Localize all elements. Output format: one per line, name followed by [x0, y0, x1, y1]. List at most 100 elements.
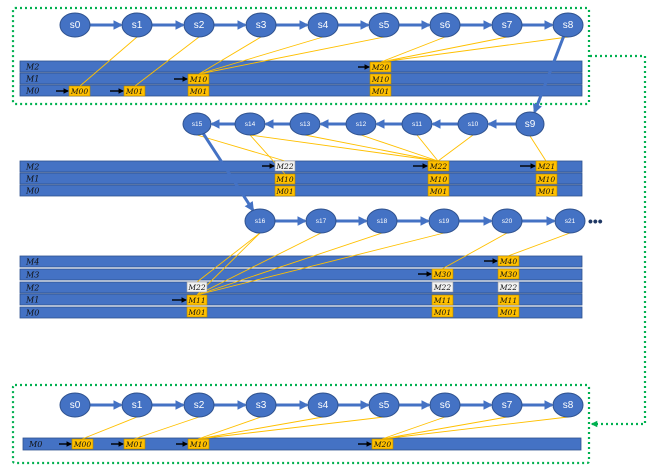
- state-s3-label: s3: [256, 20, 267, 31]
- memory-row-bar: [19, 84, 583, 97]
- bottom-group-frame: [11, 383, 591, 465]
- memory-row-bar: [19, 160, 583, 173]
- state-chain-arrows: [90, 20, 566, 410]
- memory-row-label: M1: [25, 296, 39, 305]
- memory-row-bar: [19, 172, 583, 185]
- memory-entry-box: [369, 61, 392, 73]
- memory-entry-label: M11: [187, 296, 205, 305]
- memory-row-bar: [19, 72, 583, 85]
- memory-entry-label: M40: [499, 257, 517, 266]
- state-memory-link: [381, 416, 446, 440]
- memory-row-bar: [19, 60, 583, 73]
- memory-entry-label: M01: [433, 308, 451, 317]
- state-memory-link: [529, 135, 547, 162]
- memory-entry-box: [187, 85, 210, 97]
- state-s17-label: s17: [316, 218, 327, 225]
- memory-row-label: M2: [25, 284, 39, 293]
- state-memory-link: [360, 134, 439, 162]
- memory-entry-label: M22: [275, 162, 293, 171]
- memory-entry-label: M01: [125, 440, 143, 449]
- state-memory-link: [441, 232, 508, 270]
- memory-row-bar: [19, 281, 583, 294]
- memory-entry-label: M21: [537, 162, 555, 171]
- bottom-state-s7: [491, 392, 523, 418]
- state-s20-label: s20: [502, 218, 513, 225]
- state-s7: [491, 12, 523, 38]
- memory-entry-label: M01: [125, 87, 143, 96]
- bottom-state-s2: [183, 392, 215, 418]
- bottom-state-s0-label: s0: [70, 400, 81, 411]
- bottom-state-s5-label: s5: [379, 400, 390, 411]
- state-to-memory-links: [79, 36, 571, 440]
- memory-row-label: M0: [28, 440, 42, 449]
- state-memory-link: [416, 134, 439, 162]
- memory-entry-label: M01: [537, 187, 555, 196]
- state-s6: [429, 12, 461, 38]
- pointer-arrows: [56, 64, 537, 447]
- memory-entry-box: [187, 438, 210, 450]
- memory-entry-label: M11: [433, 296, 451, 305]
- state-memory-link: [196, 232, 383, 296]
- state-memory-link: [196, 232, 322, 296]
- state-s12-label: s12: [356, 121, 367, 128]
- state-s7-label: s7: [502, 20, 513, 31]
- memory-entry-label: M20: [373, 440, 391, 449]
- memory-entry-label: M10: [371, 75, 389, 84]
- state-memory-link: [134, 36, 200, 87]
- memory-entry-label: M22: [187, 283, 205, 292]
- memory-row-bar: [19, 293, 583, 306]
- memory-entry-box: [371, 438, 394, 450]
- state-memory-link: [197, 416, 262, 440]
- memory-entry-box: [187, 73, 210, 85]
- bottom-state-s3-label: s3: [256, 400, 267, 411]
- state-memory-link: [507, 232, 571, 257]
- memory-entry-box: [431, 294, 454, 306]
- memory-row-bar: [19, 184, 583, 197]
- state-s15-label: s15: [192, 121, 203, 128]
- bottom-state-s1: [121, 392, 153, 418]
- state-s21-label: s21: [565, 218, 576, 225]
- memory-entry-label: M01: [187, 308, 205, 317]
- state-s16-label: s16: [255, 218, 266, 225]
- group-link-connector: [590, 54, 647, 428]
- memory-entry-box: [369, 85, 392, 97]
- state-memory-link: [381, 416, 569, 440]
- memory-row-bar: [19, 255, 583, 268]
- memory-entry-label: M00: [70, 87, 88, 96]
- bottom-state-s4: [307, 392, 339, 418]
- memory-entry-label: M01: [189, 87, 207, 96]
- bottom-state-s1-label: s1: [132, 400, 143, 411]
- memory-entry-box: [431, 281, 454, 293]
- memory-row-label: M1: [25, 175, 39, 184]
- state-s13: [289, 112, 321, 136]
- state-memory-link: [198, 36, 385, 75]
- state-memory-link: [196, 232, 261, 296]
- memory-entry-box: [274, 173, 296, 185]
- memory-row-bar: [22, 437, 582, 451]
- memory-entry-label: M01: [499, 308, 517, 317]
- bottom-state-s4-label: s4: [318, 400, 329, 411]
- state-memory-link: [79, 36, 138, 87]
- memory-entry-box: [71, 438, 94, 450]
- memory-entry-box: [497, 281, 520, 293]
- state-s13-label: s13: [300, 121, 311, 128]
- memory-entry-label: M01: [275, 187, 293, 196]
- memory-entry-label: M11: [499, 296, 517, 305]
- state-s17: [305, 208, 337, 234]
- memory-entry-label: M30: [499, 270, 517, 279]
- state-s21: [554, 208, 586, 234]
- memory-entry-box: [535, 173, 558, 185]
- state-memory-link: [249, 134, 439, 162]
- state-s4: [307, 12, 339, 38]
- state-s4-label: s4: [318, 20, 329, 31]
- memory-entry-label: M01: [371, 87, 389, 96]
- memory-row-label: M3: [25, 271, 39, 280]
- bottom-state-s5: [368, 392, 400, 418]
- state-memory-link: [198, 36, 324, 75]
- state-s11-label: s11: [412, 121, 422, 128]
- state-s2-label: s2: [194, 20, 205, 31]
- state-s16: [244, 208, 276, 234]
- state-s20: [491, 208, 523, 234]
- memory-entry-label: M01: [429, 187, 447, 196]
